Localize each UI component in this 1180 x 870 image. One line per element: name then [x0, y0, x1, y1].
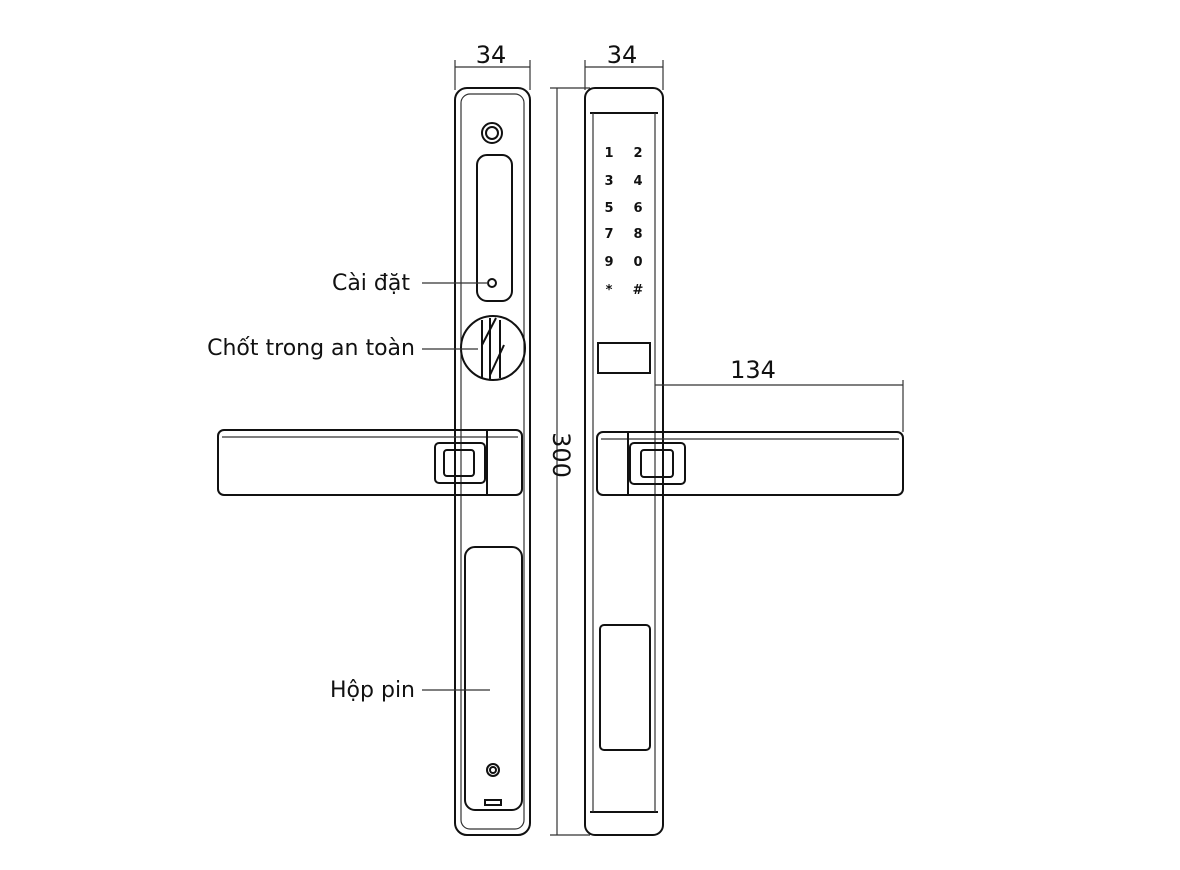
key: 1 — [604, 146, 613, 161]
settings-panel — [476, 154, 513, 302]
dimension-height: 300 — [547, 87, 590, 836]
key: 0 — [633, 255, 642, 270]
fingerprint-icon — [640, 449, 674, 478]
key: # — [633, 283, 644, 298]
dimension-back-width: 34 — [584, 41, 664, 90]
battery-box — [464, 546, 523, 811]
dimension-front-width: 34 — [454, 41, 531, 90]
settings-button — [487, 278, 497, 288]
key: 2 — [633, 146, 642, 161]
key: 5 — [604, 201, 613, 216]
svg-text:34: 34 — [476, 41, 507, 69]
safety-latch-knob — [460, 315, 526, 381]
key-cover — [599, 624, 651, 751]
exterior-handle — [596, 431, 904, 496]
exterior-lock-view: 1 2 3 4 5 6 7 8 9 0 * # — [584, 87, 904, 836]
key: 4 — [633, 174, 642, 189]
interior-lock-view — [217, 87, 531, 836]
fingerprint-icon — [443, 449, 475, 477]
card-reader — [597, 342, 651, 374]
key: 3 — [604, 174, 613, 189]
key: 8 — [633, 227, 642, 242]
label-battery-box: Hộp pin — [330, 678, 415, 703]
key: 6 — [633, 201, 642, 216]
sensor-icon — [481, 122, 503, 144]
svg-text:300: 300 — [547, 432, 575, 478]
label-safety-latch: Chốt trong an toàn — [207, 336, 415, 361]
key: * — [606, 283, 613, 298]
keypad: 1 2 3 4 5 6 7 8 9 0 * # — [604, 146, 643, 298]
key: 9 — [604, 255, 613, 270]
svg-text:34: 34 — [607, 41, 638, 69]
dimension-handle-length: 134 — [655, 356, 904, 432]
label-settings: Cài đặt — [332, 271, 410, 296]
key: 7 — [604, 227, 613, 242]
interior-handle — [217, 429, 523, 496]
svg-text:134: 134 — [730, 356, 776, 384]
